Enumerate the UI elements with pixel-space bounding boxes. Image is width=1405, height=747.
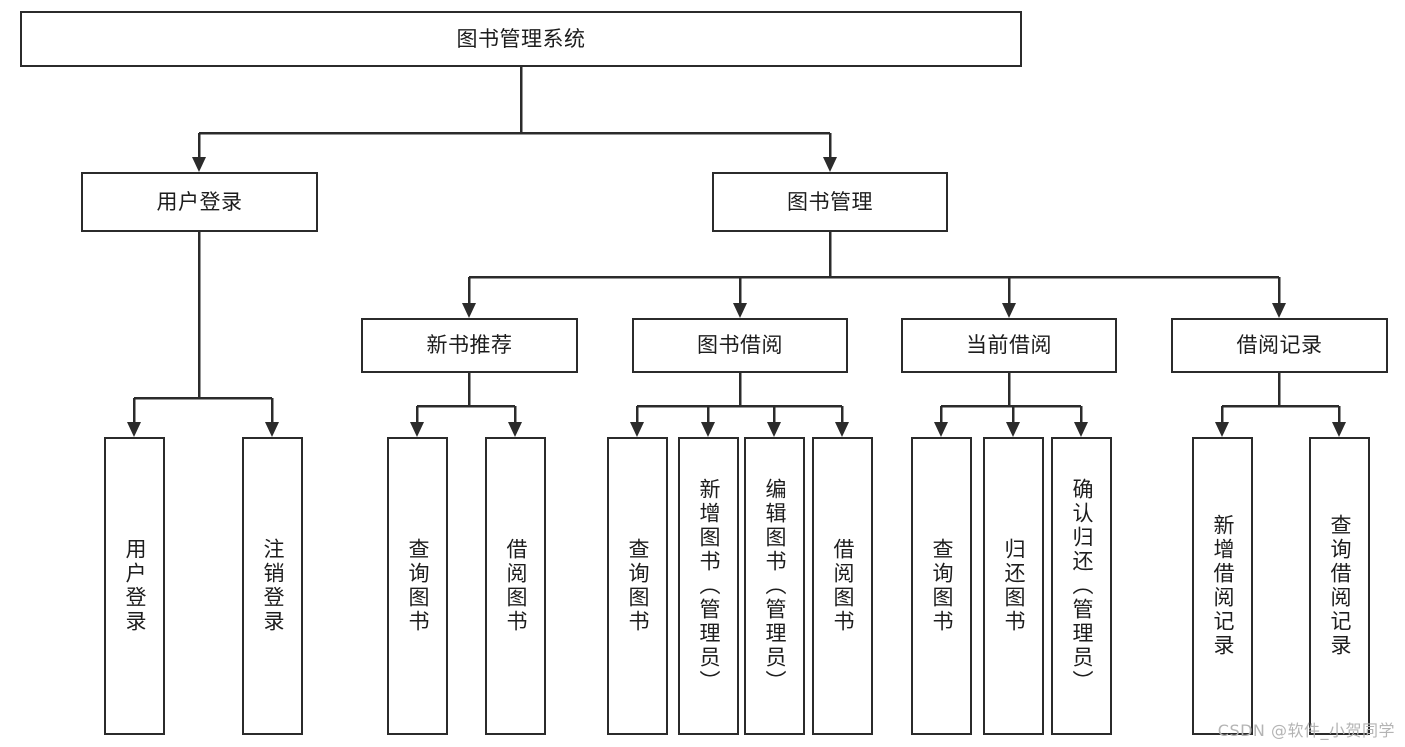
node-leaf-query-book-borrow[interactable]: 查询图书 [607, 437, 668, 735]
node-leaf-add-book-admin[interactable]: 新增图书（管理员） [678, 437, 739, 735]
node-leaf-query-book-recommend[interactable]: 查询图书 [387, 437, 448, 735]
node-root[interactable]: 图书管理系统 [20, 11, 1022, 67]
conn-book-borrow-arrow-1 [701, 422, 715, 437]
node-label: 查询借阅记录 [1328, 514, 1352, 658]
conn-new-book-recommend-arrow-1 [508, 422, 522, 437]
node-leaf-add-borrow-record[interactable]: 新增借阅记录 [1192, 437, 1253, 735]
node-label: 新增借阅记录 [1211, 514, 1235, 658]
conn-book-borrow-arrow-0 [630, 422, 644, 437]
node-label: 新书推荐 [426, 333, 513, 358]
conn-book-management-arrow-0 [462, 303, 476, 318]
node-label: 注销登录 [261, 538, 285, 634]
node-leaf-borrow-book-recommend[interactable]: 借阅图书 [485, 437, 546, 735]
node-book-borrow[interactable]: 图书借阅 [632, 318, 848, 373]
node-book-management[interactable]: 图书管理 [712, 172, 948, 232]
node-label: 图书借阅 [697, 333, 783, 358]
node-label: 新增图书（管理员） [697, 478, 721, 694]
node-current-borrow[interactable]: 当前借阅 [901, 318, 1117, 373]
conn-root-arrow-0 [192, 157, 206, 172]
node-label: 图书管理 [787, 189, 873, 214]
node-label: 编辑图书（管理员） [763, 478, 787, 694]
node-leaf-return-book[interactable]: 归还图书 [983, 437, 1044, 735]
node-label: 查询图书 [930, 538, 954, 634]
conn-book-borrow-arrow-2 [767, 422, 781, 437]
node-leaf-user-login[interactable]: 用户登录 [104, 437, 165, 735]
node-label: 查询图书 [406, 538, 430, 634]
node-leaf-confirm-return-admin[interactable]: 确认归还（管理员） [1051, 437, 1112, 735]
conn-new-book-recommend-arrow-0 [410, 422, 424, 437]
node-label: 借阅记录 [1236, 333, 1323, 358]
node-label: 用户登录 [156, 189, 243, 214]
node-new-book-recommend[interactable]: 新书推荐 [361, 318, 578, 373]
conn-borrow-record-arrow-1 [1332, 422, 1346, 437]
conn-current-borrow-arrow-1 [1006, 422, 1020, 437]
conn-book-management-arrow-1 [733, 303, 747, 318]
node-label: 用户登录 [123, 538, 147, 634]
node-label: 确认归还（管理员） [1070, 478, 1094, 694]
node-leaf-logout-login[interactable]: 注销登录 [242, 437, 303, 735]
conn-user-login-arrow-0 [127, 422, 141, 437]
conn-book-management-arrow-3 [1272, 303, 1286, 318]
node-leaf-edit-book-admin[interactable]: 编辑图书（管理员） [744, 437, 805, 735]
node-leaf-query-book-current[interactable]: 查询图书 [911, 437, 972, 735]
conn-borrow-record-arrow-0 [1215, 422, 1229, 437]
node-user-login[interactable]: 用户登录 [81, 172, 318, 232]
node-label: 当前借阅 [966, 333, 1052, 358]
node-label: 归还图书 [1002, 538, 1026, 634]
node-borrow-record[interactable]: 借阅记录 [1171, 318, 1388, 373]
node-leaf-query-borrow-record[interactable]: 查询借阅记录 [1309, 437, 1370, 735]
node-label: 图书管理系统 [456, 26, 586, 51]
conn-current-borrow-arrow-2 [1074, 422, 1088, 437]
conn-book-management-arrow-2 [1002, 303, 1016, 318]
conn-root-arrow-1 [823, 157, 837, 172]
conn-user-login-arrow-1 [265, 422, 279, 437]
conn-current-borrow-arrow-0 [934, 422, 948, 437]
conn-book-borrow-arrow-3 [835, 422, 849, 437]
node-label: 借阅图书 [831, 538, 855, 634]
node-leaf-borrow-book[interactable]: 借阅图书 [812, 437, 873, 735]
node-label: 查询图书 [626, 538, 650, 634]
node-label: 借阅图书 [504, 538, 528, 634]
watermark-text: CSDN @软件_小贺同学 [1217, 721, 1395, 740]
